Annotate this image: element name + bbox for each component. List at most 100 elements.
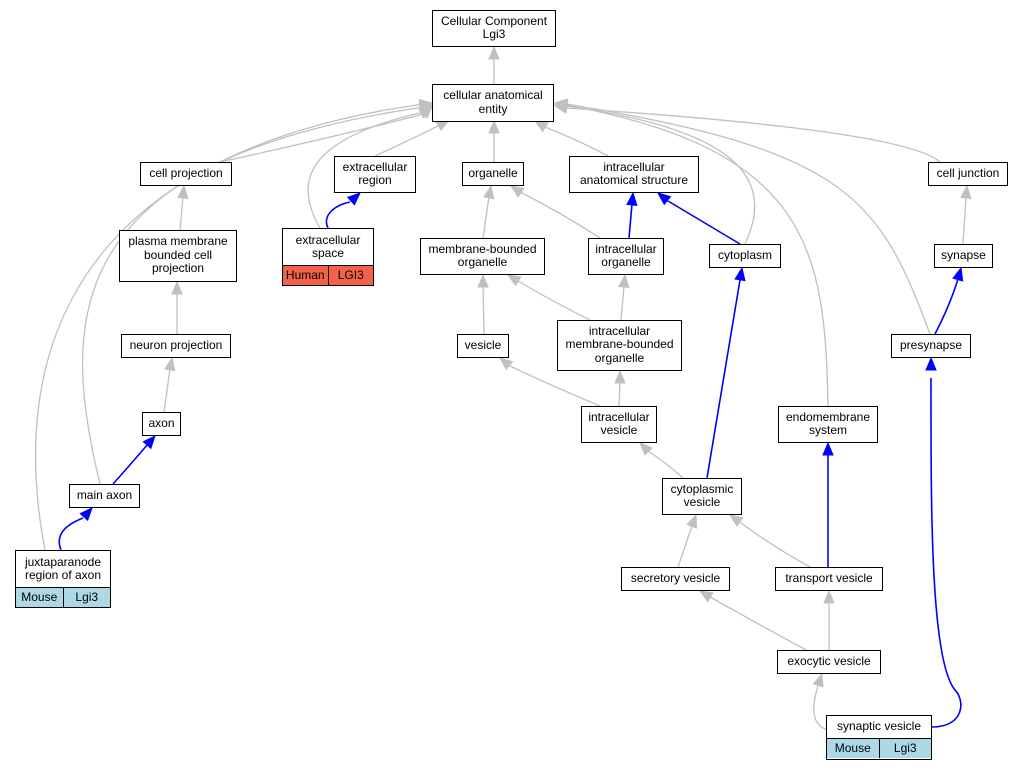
arrowhead [686,513,698,529]
edge-is-a-transves-to-cytves [739,521,811,568]
node-label: membrane-bounded organelle [428,241,537,269]
node-organelle[interactable]: organelle [462,162,524,186]
node-label: cytoplasm [717,247,773,262]
arrowhead [488,119,500,134]
node-label: transport vesicle [785,570,873,585]
edge-is-a-endomem-to-cae [565,104,829,407]
node-cell-junction[interactable]: cell junction [928,162,1008,186]
node-label: main axon [76,487,133,502]
arrowhead [498,357,514,371]
node-cell-projection[interactable]: cell projection [140,162,232,186]
node-cellular-anatomical-entity[interactable]: cellular anatomical entity [432,84,554,122]
node-plasma-membrane-bounded-cell-projection[interactable]: plasma membrane bounded cell projection [119,230,237,282]
node-main-axon[interactable]: main axon [69,484,140,508]
arrowhead [823,589,835,604]
arrowhead [925,356,937,371]
edge-part-of-mainaxon-to-axon [112,443,149,485]
edge-part-of-juxta-to-mainaxon [58,517,84,551]
edge-is-a-cytoplasm-to-cae [565,105,756,245]
arrowhead [509,185,525,198]
node-label: extracellular region [342,159,408,187]
edge-part-of-intorg-to-ias [628,203,633,239]
arrowhead [728,514,744,527]
edge-is-a-exoves-to-secves [709,596,807,651]
edge-is-a-axon-to-neuronproj [163,368,171,413]
node-intracellular-anatomical-structure[interactable]: intracellular anatomical structure [569,156,699,193]
arrowhead [734,266,746,282]
node-label: cell junction [936,165,1000,180]
node-label: presynapse [899,337,963,352]
species-cell: Human [283,266,328,285]
arrowhead [553,99,568,111]
edge-part-of-cytoplasm-to-ias [667,200,741,245]
node-label: synaptic vesicle [836,719,922,734]
arrowhead [477,273,489,288]
gene-cell: Lgi3 [62,588,110,607]
edge-is-a-presynapse-to-cae [565,103,931,335]
arrowhead [171,280,183,295]
gene-cell: Lgi3 [878,739,931,758]
node-transport-vesicle[interactable]: transport vesicle [775,567,883,591]
node-intracellular-organelle[interactable]: intracellular organelle [588,238,664,275]
node-label: axon [148,415,175,430]
node-label: extracellular space [295,232,361,260]
arrowhead [142,435,156,450]
node-label: endomembrane system [785,409,871,437]
node-vesicle[interactable]: vesicle [457,334,509,358]
node-intracellular-vesicle[interactable]: intracellular vesicle [581,406,657,443]
node-label: juxtaparanode region of axon [24,554,102,582]
node-label: intracellular anatomical structure [579,159,689,187]
arrowhead [656,192,672,206]
node-label: neuron projection [129,337,223,352]
node-extracellular-region[interactable]: extracellular region [334,156,416,193]
arrowhead [639,442,653,456]
node-endomembrane-system[interactable]: endomembrane system [778,406,878,443]
node-cellular-component[interactable]: Cellular Component Lgi3 [432,10,556,47]
node-label: vesicle [464,337,502,352]
node-exocytic-vesicle[interactable]: exocytic vesicle [777,650,881,674]
node-neuron-projection[interactable]: neuron projection [121,334,231,358]
edge-is-a-extspace-to-cae [307,111,425,229]
edge-is-a-synves-to-exoves [813,685,829,731]
node-cytoplasm[interactable]: cytoplasm [709,244,781,268]
annotation-row: Mouse Lgi3 [16,587,110,607]
node-intracellular-membrane-bounded-organelle[interactable]: intracellular membrane-bounded organelle [557,320,682,371]
edge-is-a-intves-to-vesicle [509,365,601,407]
node-synaptic-vesicle[interactable]: synaptic vesicle Mouse Lgi3 [826,715,932,760]
arrowhead [488,45,500,60]
arrowhead [164,356,176,372]
edge-part-of-presynapse-to-synapse [934,278,959,335]
node-synapse[interactable]: synapse [934,244,993,268]
node-membrane-bounded-organelle[interactable]: membrane-bounded organelle [420,238,545,275]
arrowhead [614,369,626,384]
node-juxtaparanode-region-of-axon[interactable]: juxtaparanode region of axon Mouse Lgi3 [15,550,111,608]
gene-cell: LGI3 [327,266,373,285]
annotation-row: Human LGI3 [283,265,373,285]
node-cytoplasmic-vesicle[interactable]: cytoplasmic vesicle [662,478,742,515]
edge-is-a-extracell-to-cae [374,124,441,157]
edge-is-a-imbo-to-intorg [620,285,625,321]
arrowhead [79,507,93,522]
edge-part-of-extspace-to-extracell [325,201,351,229]
arrowhead [812,672,824,688]
node-label: cellular anatomical entity [443,88,543,116]
edge-is-a-ias-to-cae [544,126,609,157]
edge-is-a-intves-to-imbo [618,381,621,407]
species-cell: Mouse [827,739,879,758]
arrowhead [960,184,972,199]
node-label: secretory vesicle [630,570,721,585]
species-cell: Mouse [16,588,63,607]
node-secretory-vesicle[interactable]: secretory vesicle [621,567,730,591]
edge-is-a-juxta-to-cae [34,103,425,551]
edge-is-a-vesicle-to-mbo [482,285,485,335]
edge-is-a-cellproj-to-cae [219,113,425,163]
arrowhead [177,184,189,199]
node-axon[interactable]: axon [142,412,181,436]
node-presynapse[interactable]: presynapse [891,334,971,358]
annotation-row: Mouse Lgi3 [827,738,931,758]
arrowhead [822,441,834,456]
arrowhead [626,191,638,206]
node-extracellular-space[interactable]: extracellular space Human LGI3 [282,228,374,286]
arrowhead [418,98,434,111]
arrowhead [346,192,361,206]
